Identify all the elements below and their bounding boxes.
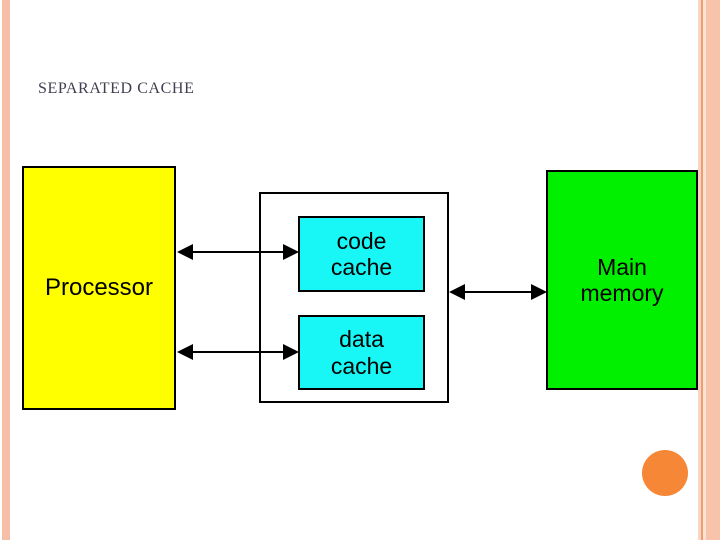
block-data-cache-label-line1: data <box>339 326 384 353</box>
block-code-cache: code cache <box>298 216 425 292</box>
block-data-cache: data cache <box>298 315 425 390</box>
page-title: SEPARATED CACHE <box>38 80 195 97</box>
arrow-head-right-icon <box>283 344 299 360</box>
block-main-memory: Main memory <box>546 170 698 390</box>
block-processor-label: Processor <box>44 274 154 302</box>
connector-processor-code-cache <box>177 240 299 264</box>
right-edge-stripe-mid <box>703 0 706 540</box>
right-edge-stripe-inner <box>698 0 701 540</box>
block-code-cache-label-line2: cache <box>330 254 393 280</box>
connector-cache-main-memory <box>449 280 547 304</box>
block-main-memory-label: Main memory <box>580 254 663 307</box>
arrow-head-left-icon <box>177 344 193 360</box>
block-data-cache-label: data cache <box>331 326 392 379</box>
arrow-shaft <box>462 291 534 293</box>
right-edge-stripe-outer <box>706 0 720 540</box>
arrow-head-right-icon <box>531 284 547 300</box>
block-processor: Processor <box>22 166 176 410</box>
block-main-memory-label-line1: Main <box>597 253 647 280</box>
arrow-head-left-icon <box>177 244 193 260</box>
arrow-shaft <box>190 351 286 353</box>
block-data-cache-label-line2: cache <box>330 352 393 379</box>
block-main-memory-label-line2: memory <box>580 280 664 306</box>
right-edge-accent-line <box>701 0 703 540</box>
block-code-cache-label: code cache <box>331 228 392 281</box>
arrow-head-left-icon <box>449 284 465 300</box>
left-edge-stripe <box>2 0 10 540</box>
block-code-cache-label-line1: code <box>336 227 387 254</box>
orange-circle-decoration <box>642 450 688 496</box>
arrow-head-right-icon <box>283 244 299 260</box>
arrow-shaft <box>190 251 286 253</box>
connector-processor-data-cache <box>177 340 299 364</box>
